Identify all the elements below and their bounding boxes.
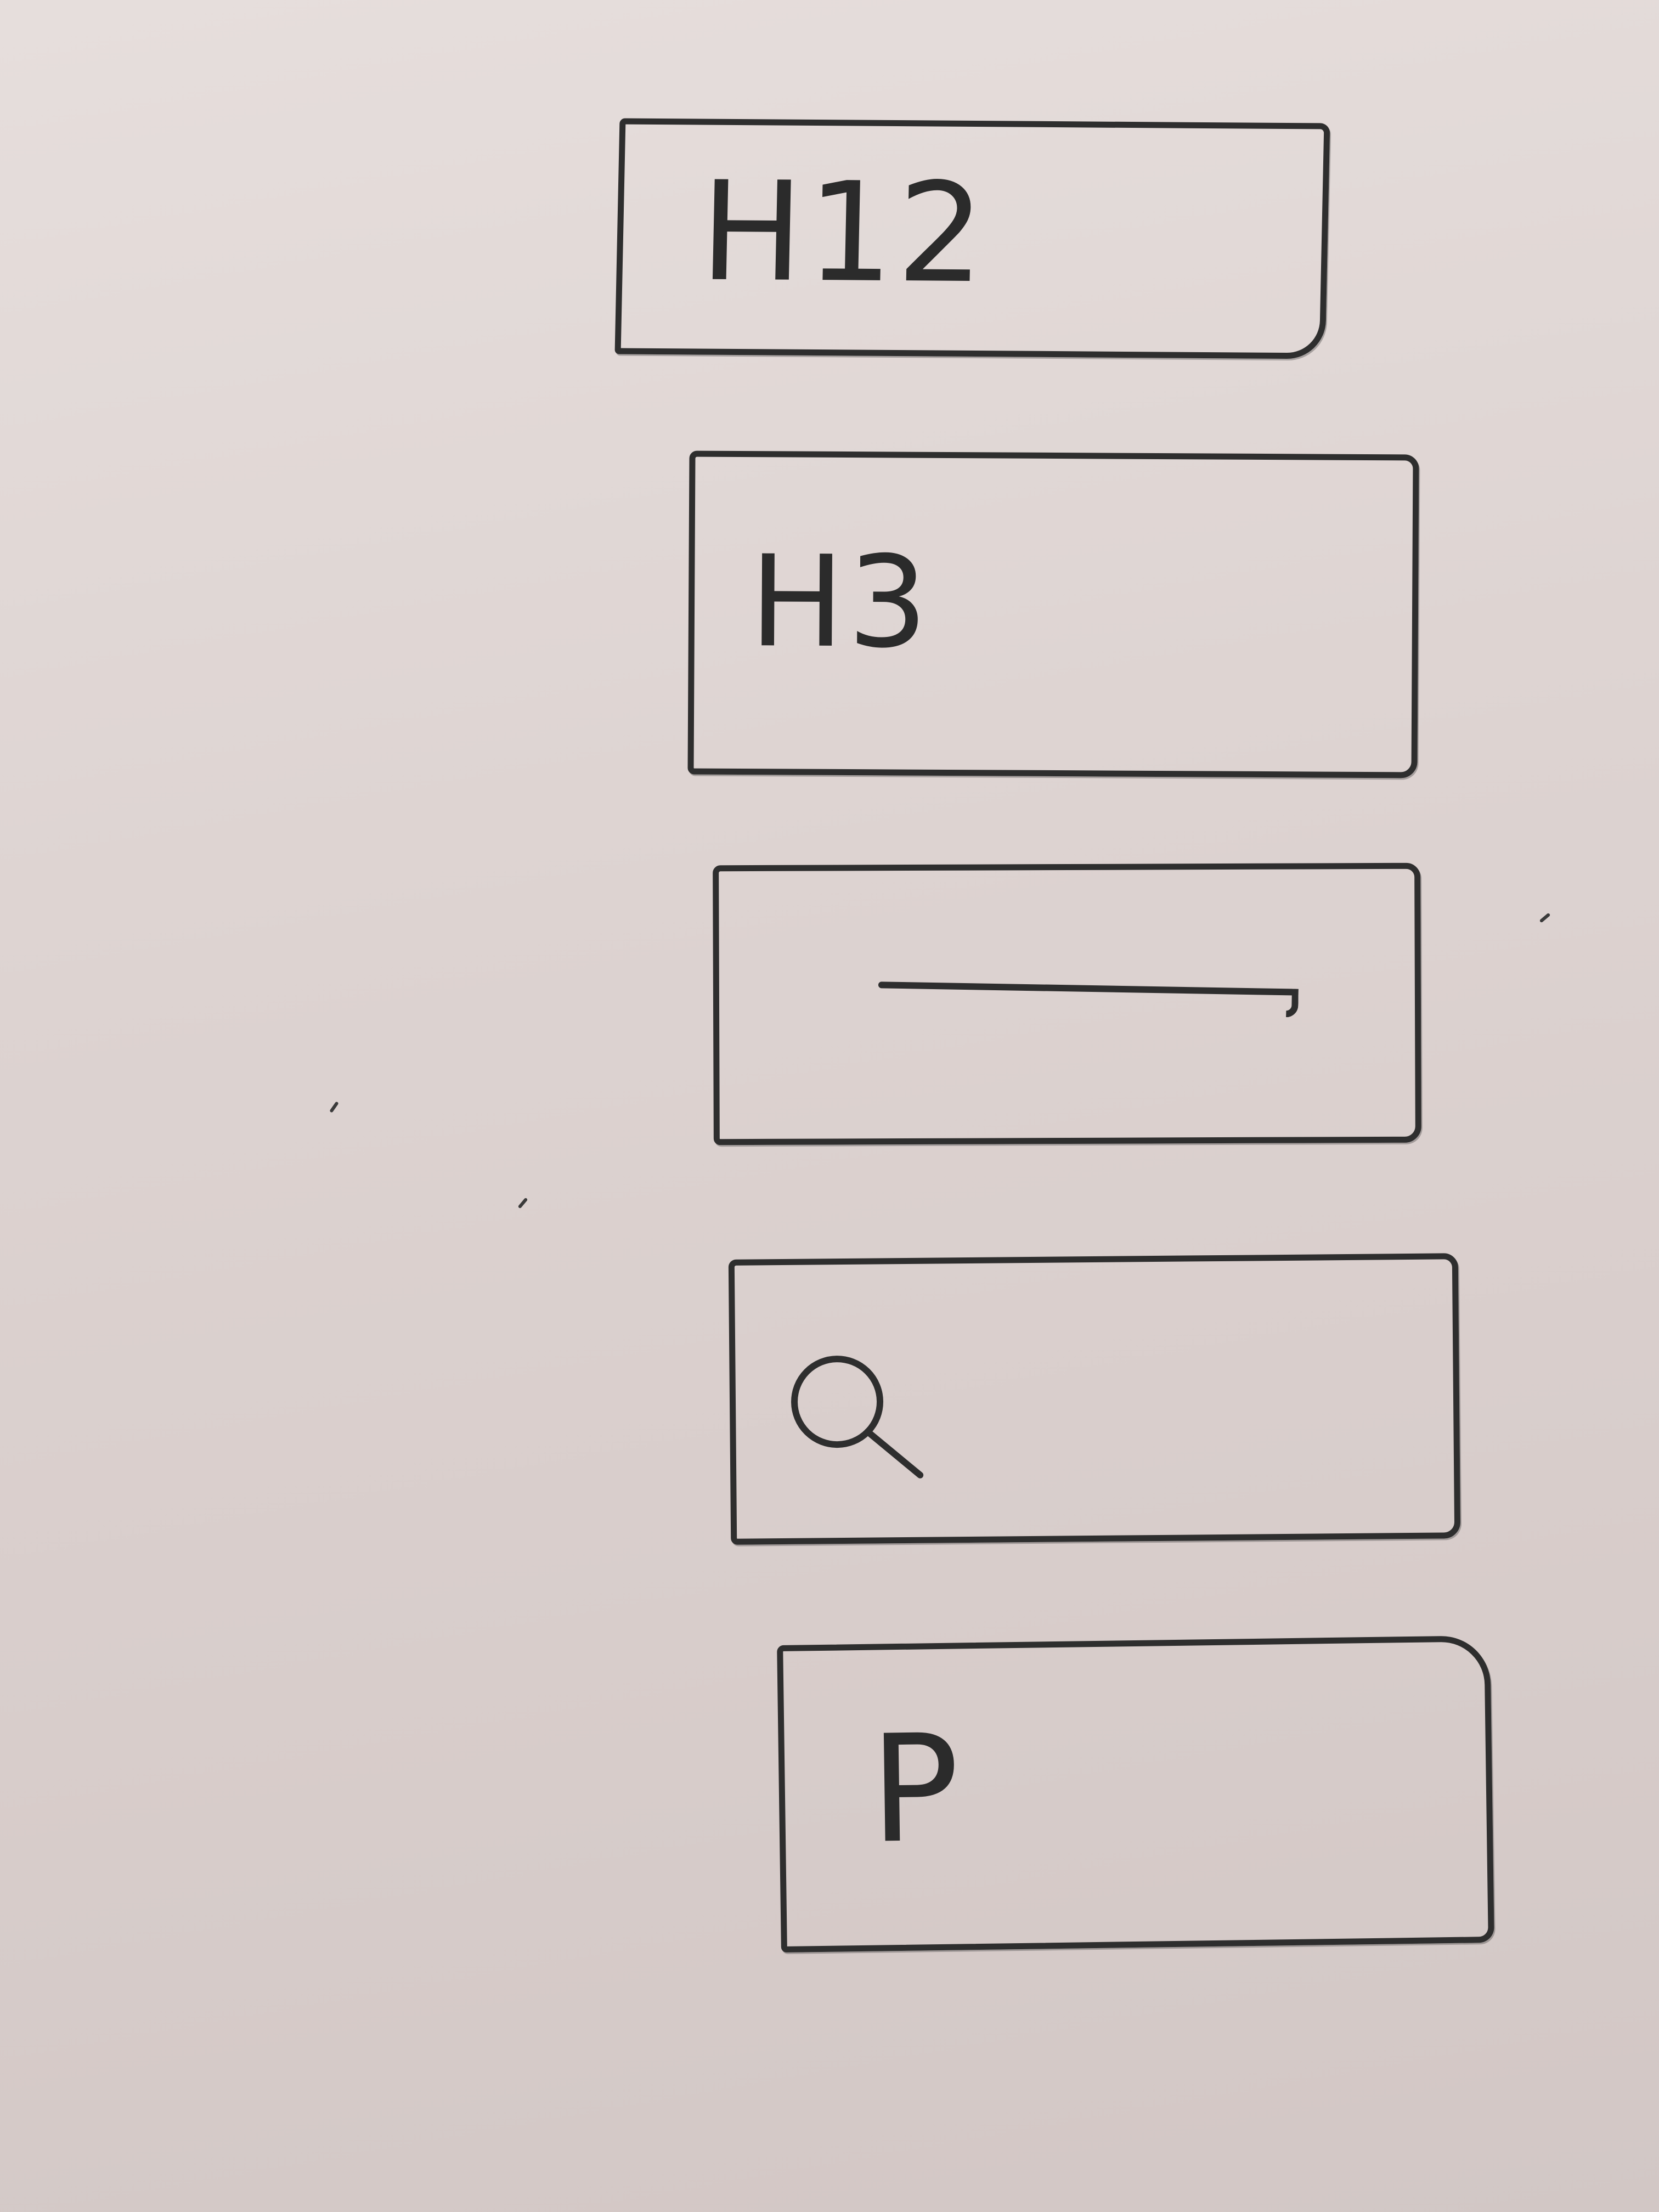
marker-speck	[517, 1197, 528, 1209]
wireframe-box-search	[728, 1253, 1461, 1545]
wireframe-box-input	[713, 862, 1421, 1146]
box-label-h12: H12	[698, 151, 990, 314]
marker-speck	[1539, 912, 1551, 923]
text-input-line-icon	[878, 981, 1295, 996]
search-icon	[791, 1356, 924, 1479]
box-label-h3: H3	[749, 529, 932, 676]
wireframe-box-p: P	[777, 1635, 1494, 1953]
box-label-p: P	[868, 1702, 964, 1876]
wireframe-box-h12: H12	[614, 118, 1330, 359]
wireframe-box-h3: H3	[687, 450, 1419, 778]
marker-speck	[329, 1101, 339, 1113]
